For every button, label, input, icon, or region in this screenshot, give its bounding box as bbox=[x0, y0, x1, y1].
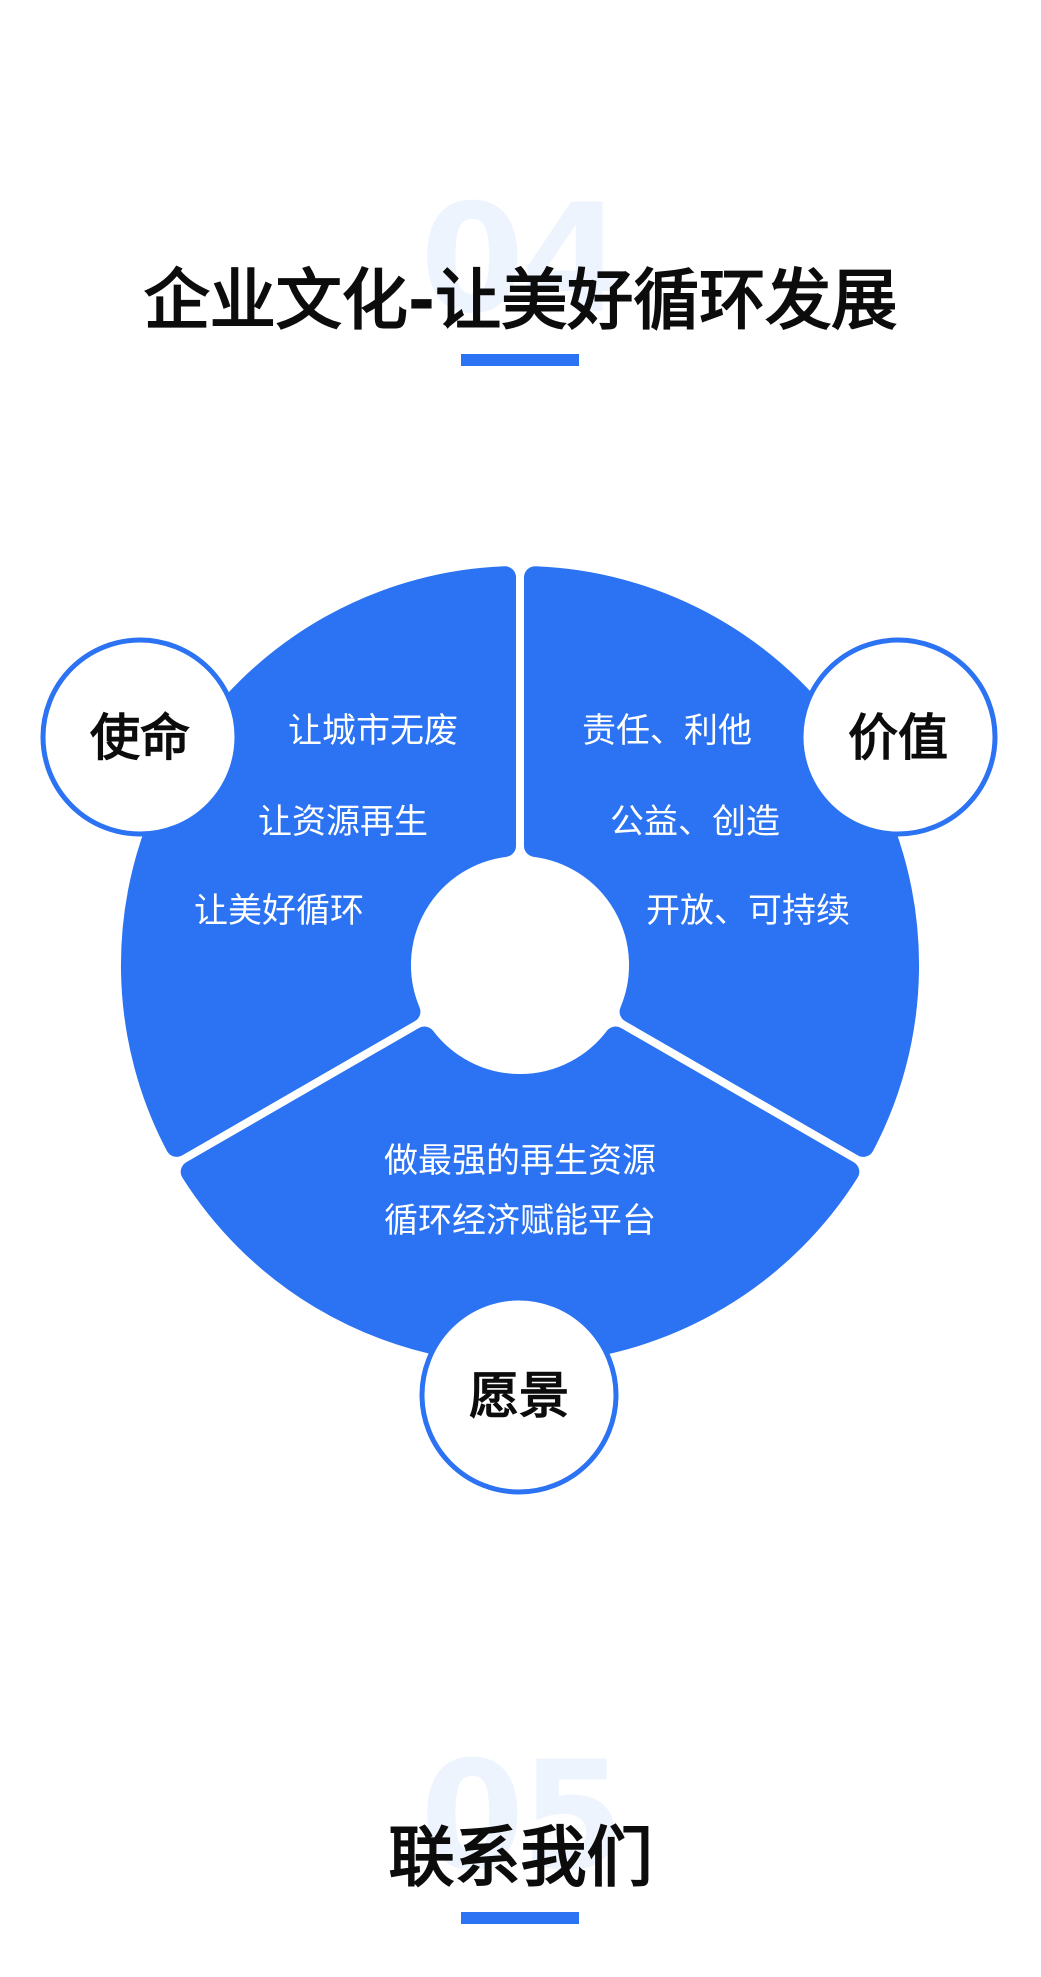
label-vision: 愿景 bbox=[469, 1367, 569, 1425]
label-circle-mission bbox=[40, 637, 240, 837]
label-mission: 使命 bbox=[90, 709, 190, 767]
label-circle-values bbox=[798, 637, 998, 837]
section-number-watermark-contact: 05 bbox=[420, 1730, 625, 1904]
title-underline bbox=[461, 354, 579, 366]
segment-vision bbox=[180, 1026, 860, 1365]
section-number-watermark: 04 bbox=[420, 173, 625, 347]
label-values: 价值 bbox=[848, 709, 948, 767]
vision-item-1: 循环经济赋能平台 bbox=[384, 1201, 656, 1241]
values-item-1: 公益、创造 bbox=[610, 802, 780, 842]
mission-item-2: 让美好循环 bbox=[194, 891, 364, 931]
title-underline-contact bbox=[461, 1912, 579, 1924]
section-title-contact: 联系我们 bbox=[388, 1819, 653, 1896]
label-circle-vision bbox=[419, 1295, 619, 1495]
section-title: 企业文化-让美好循环发展 bbox=[143, 262, 898, 339]
vision-item-0: 做最强的再生资源 bbox=[384, 1141, 656, 1181]
mission-item-1: 让资源再生 bbox=[258, 802, 428, 842]
mission-item-0: 让城市无废 bbox=[288, 711, 458, 751]
diagram-segments bbox=[121, 566, 919, 1365]
values-item-0: 责任、利他 bbox=[582, 711, 752, 751]
values-item-2: 开放、可持续 bbox=[646, 891, 850, 931]
